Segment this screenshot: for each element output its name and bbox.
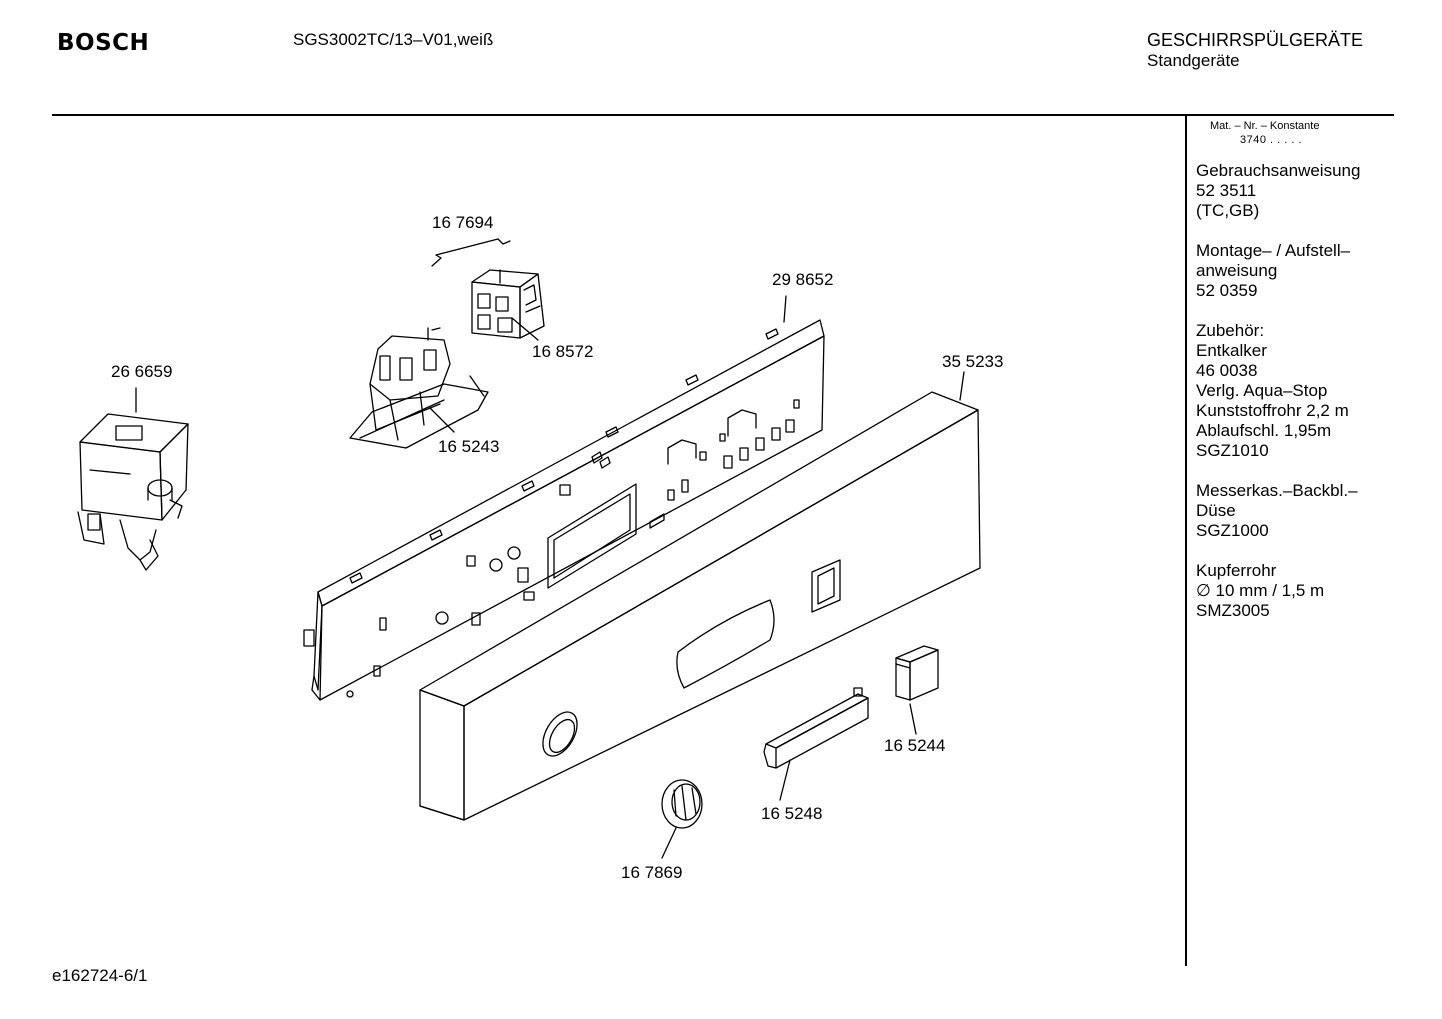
- info-line: ∅ 10 mm / 1,5 m: [1196, 581, 1325, 600]
- part-165244-button: [895, 645, 939, 701]
- part-266659-relay: [77, 413, 189, 571]
- info-line: Verlg. Aqua–Stop: [1196, 381, 1328, 400]
- info-block-manual: Gebrauchsanweisung 52 3511 (TC,GB): [1196, 161, 1392, 221]
- header-divider: [52, 114, 1394, 116]
- part-label-298652: 29 8652: [772, 270, 833, 289]
- info-line: 46 0038: [1196, 361, 1258, 380]
- part-168572-switch: [471, 269, 545, 339]
- info-line: Zubehör:: [1196, 321, 1265, 340]
- info-block-cutlery-nozzle: Messerkas.–Backbl.– Düse SGZ1000: [1196, 481, 1392, 541]
- info-line: Kupferrohr: [1196, 561, 1277, 580]
- info-line: 52 0359: [1196, 281, 1258, 300]
- sidebar-divider: [1185, 116, 1187, 966]
- info-line: Messerkas.–Backbl.–: [1196, 481, 1358, 500]
- part-167869-knob: [661, 779, 703, 829]
- info-line: anweisung: [1196, 261, 1278, 280]
- info-line: SGZ1000: [1196, 521, 1269, 540]
- part-label-168572: 16 8572: [532, 342, 593, 361]
- info-block-installation: Montage– / Aufstell– anweisung 52 0359: [1196, 241, 1392, 301]
- category-title: GESCHIRRSPÜLGERÄTE: [1147, 30, 1364, 50]
- model-number: SGS3002TC/13–V01,weiß: [293, 30, 494, 49]
- brand-logo: BOSCH: [57, 30, 150, 56]
- info-line: Entkalker: [1196, 341, 1267, 360]
- part-label-266659: 26 6659: [111, 362, 172, 381]
- category-subtitle: Standgeräte: [1147, 51, 1240, 70]
- part-355233-front-fascia: [419, 391, 981, 821]
- part-label-165244: 16 5244: [884, 736, 945, 755]
- info-line: 52 3511: [1196, 181, 1257, 200]
- info-block-accessories: Zubehör: Entkalker 46 0038 Verlg. Aqua–S…: [1196, 321, 1392, 461]
- info-line: Kunststoffrohr 2,2 m: [1196, 401, 1349, 420]
- info-line: Gebrauchsanweisung: [1196, 161, 1361, 180]
- info-line: SGZ1010: [1196, 441, 1269, 460]
- part-165248-strip: [763, 687, 869, 769]
- sidebar-info: Mat. – Nr. – Konstante 3740 . . . . . Ge…: [1196, 120, 1392, 621]
- leader-lines: [135, 295, 965, 859]
- part-167694-spring: [431, 238, 511, 267]
- drawing-id: e162724-6/1: [52, 966, 148, 985]
- info-line: Montage– / Aufstell–: [1196, 241, 1351, 260]
- part-label-165243: 16 5243: [438, 437, 499, 456]
- info-line: (TC,GB): [1196, 201, 1260, 220]
- mat-label: Mat. – Nr. – Konstante: [1210, 120, 1320, 132]
- part-label-167694: 16 7694: [432, 213, 493, 232]
- part-298652-rear-panel: [303, 319, 825, 701]
- exploded-parts-diagram: 16 7694 29 8652 16 8572 26 6659 35 5233 …: [77, 213, 1003, 882]
- part-label-355233: 35 5233: [942, 352, 1003, 371]
- part-label-167869: 16 7869: [621, 863, 682, 882]
- info-line: Düse: [1196, 501, 1236, 520]
- info-line: SMZ3005: [1196, 601, 1270, 620]
- part-165243-holder: [349, 327, 489, 449]
- info-line: Ablaufschl. 1,95m: [1196, 421, 1332, 440]
- part-label-165248: 16 5248: [761, 804, 822, 823]
- info-block-copper-pipe: Kupferrohr ∅ 10 mm / 1,5 m SMZ3005: [1196, 561, 1392, 621]
- mat-value: 3740 . . . . .: [1240, 134, 1303, 146]
